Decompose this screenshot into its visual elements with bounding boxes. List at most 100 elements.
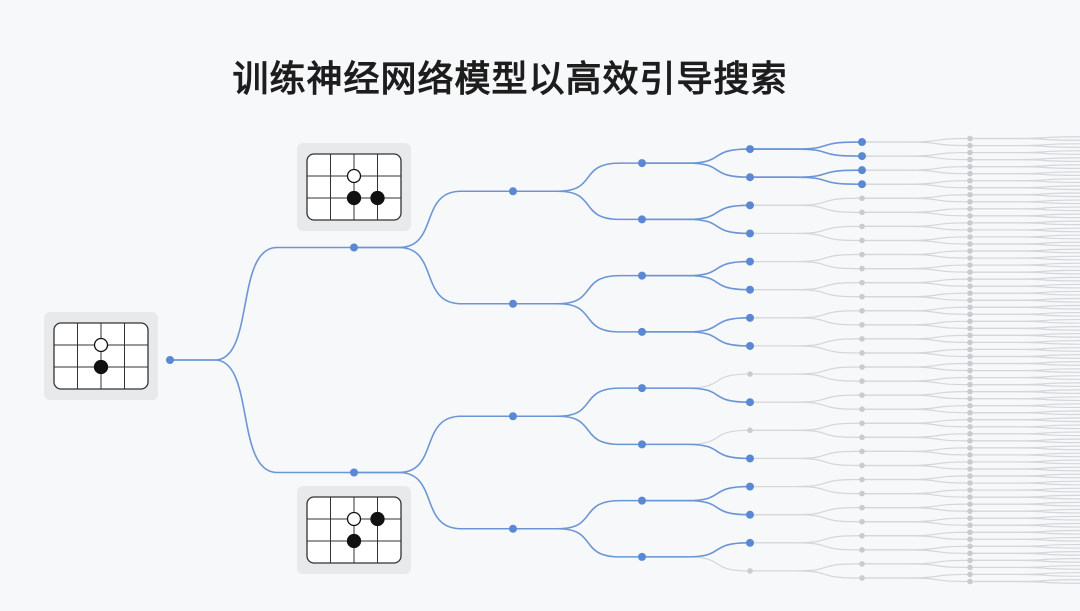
tree-branch xyxy=(970,194,1080,198)
tree-node xyxy=(746,482,754,491)
tree-node xyxy=(350,243,358,252)
tree-branch xyxy=(750,338,862,347)
tree-branch xyxy=(970,243,1080,247)
tree-node xyxy=(747,568,753,574)
tree-branch xyxy=(170,246,354,361)
tree-branch xyxy=(862,225,970,231)
tree-branch xyxy=(970,419,1080,423)
tree-branch xyxy=(970,454,1080,458)
tree-branch xyxy=(170,359,354,474)
tree-branch xyxy=(970,384,1080,387)
tree-node xyxy=(638,215,646,224)
tree-node xyxy=(746,510,754,519)
tree-branch xyxy=(862,394,970,400)
tree-branch xyxy=(750,373,862,382)
tree-nodes xyxy=(166,135,973,585)
black-stone xyxy=(370,511,385,527)
tree-node xyxy=(746,341,754,350)
tree-node xyxy=(967,297,973,304)
tree-node xyxy=(746,454,754,463)
tree-branch xyxy=(862,563,970,569)
tree-branch xyxy=(970,320,1080,324)
tree-node xyxy=(967,227,973,233)
tree-node xyxy=(967,416,973,423)
tree-branch xyxy=(642,387,750,403)
tree-branch xyxy=(970,215,1080,219)
tree-branch xyxy=(862,324,970,329)
tree-node xyxy=(967,487,973,493)
tree-branch xyxy=(970,144,1080,148)
tree-branch xyxy=(750,570,862,579)
white-stone xyxy=(346,511,362,527)
tree-node xyxy=(509,187,517,196)
tree-node xyxy=(859,575,865,581)
tree-branch xyxy=(750,225,862,235)
tree-branch xyxy=(970,341,1080,345)
tree-branch xyxy=(750,401,862,410)
tree-node xyxy=(967,550,973,557)
tree-branch xyxy=(970,285,1080,289)
tree-node xyxy=(859,293,865,300)
tree-node xyxy=(967,149,973,156)
tree-node xyxy=(967,409,973,416)
tree-branch xyxy=(642,429,750,445)
tree-branch xyxy=(970,496,1080,500)
tree-branch xyxy=(642,443,750,460)
tree-branch xyxy=(642,274,750,291)
tree-branch xyxy=(513,499,642,530)
tree-branch xyxy=(642,542,750,558)
tree-branch xyxy=(970,552,1080,556)
tree-node xyxy=(967,515,973,522)
tree-node xyxy=(967,494,973,500)
tree-branch xyxy=(970,517,1080,521)
tree-root-node xyxy=(166,356,174,364)
tree-node xyxy=(967,360,973,367)
black-stone xyxy=(370,190,385,206)
tree-branch xyxy=(970,159,1080,162)
tree-branch xyxy=(750,485,862,495)
tree-branch xyxy=(862,450,970,456)
tree-branch xyxy=(970,257,1080,261)
tree-branch xyxy=(970,173,1080,177)
tree-node xyxy=(746,257,754,266)
tree-node xyxy=(746,201,754,210)
tree-branch xyxy=(513,415,642,446)
tree-node xyxy=(967,318,973,325)
tree-branch xyxy=(862,492,970,498)
tree-branch xyxy=(642,317,750,333)
tree-branch xyxy=(970,475,1080,479)
tree-branch xyxy=(970,531,1080,535)
tree-branch xyxy=(862,239,970,245)
tree-branch xyxy=(642,204,750,221)
tree-node xyxy=(967,522,973,529)
tree-node xyxy=(967,536,973,543)
tree-branch xyxy=(970,334,1080,338)
tree-node xyxy=(967,184,973,191)
tree-branch xyxy=(862,549,970,554)
tree-node xyxy=(509,524,517,533)
tree-branch xyxy=(970,391,1080,394)
tree-node xyxy=(638,552,646,561)
tree-branch xyxy=(750,310,862,319)
tree-branch xyxy=(862,155,970,161)
white-stone xyxy=(346,168,362,184)
tree-node xyxy=(859,336,865,342)
tree-branch xyxy=(750,542,862,551)
tree-node xyxy=(967,177,973,184)
tree-node xyxy=(638,440,646,449)
tree-node xyxy=(859,251,865,258)
tree-branch xyxy=(750,317,862,326)
tree-node xyxy=(859,490,865,497)
tree-branch xyxy=(862,535,970,540)
tree-branch xyxy=(970,398,1080,402)
tree-branch xyxy=(970,236,1080,240)
tree-branch xyxy=(970,348,1080,352)
tree-node xyxy=(967,395,973,402)
tree-branch xyxy=(862,464,970,470)
tree-node xyxy=(638,271,646,280)
tree-branch xyxy=(970,229,1080,233)
tree-node xyxy=(967,367,973,374)
tree-node xyxy=(967,198,973,205)
tree-node xyxy=(859,547,865,553)
tree-branch xyxy=(862,507,970,512)
